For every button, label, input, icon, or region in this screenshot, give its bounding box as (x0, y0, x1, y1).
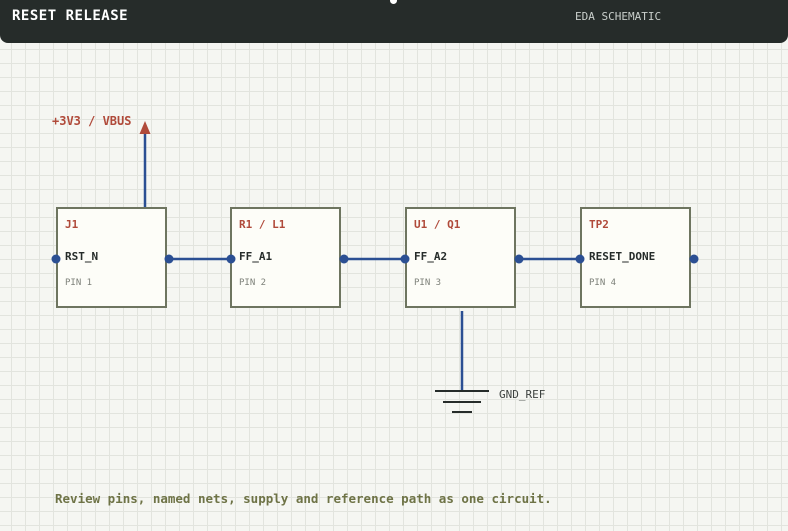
component-ref: U1 / Q1 (414, 218, 461, 231)
pin-dot-r1-left[interactable] (226, 254, 236, 264)
component-net: FF_A1 (239, 250, 273, 263)
component-pin: PIN 1 (65, 278, 93, 288)
component-u1-q1[interactable]: U1 / Q1 FF_A2 PIN 3 (405, 207, 516, 308)
pin-dot-tp2-right[interactable] (689, 254, 699, 264)
supply-net-label: +3V3 / VBUS (52, 114, 132, 128)
component-r1-l1[interactable]: R1 / L1 FF_A1 PIN 2 (230, 207, 341, 308)
ground-net-label: GND_REF (499, 388, 546, 401)
review-note: Review pins, named nets, supply and refe… (55, 491, 552, 506)
pin-dot-j1-right[interactable] (164, 254, 174, 264)
component-ref: R1 / L1 (239, 218, 286, 231)
component-pin: PIN 4 (589, 278, 617, 288)
component-j1[interactable]: J1 RST_N PIN 1 (56, 207, 167, 308)
title-bar: RESET RELEASE EDA SCHEMATIC (0, 0, 788, 43)
app-subtitle: EDA SCHEMATIC (575, 10, 662, 23)
page-title: RESET RELEASE (12, 8, 129, 24)
component-net: FF_A2 (414, 250, 448, 263)
pin-dot-j1-left[interactable] (51, 254, 61, 264)
component-ref: J1 (65, 218, 79, 231)
component-tp2[interactable]: TP2 RESET_DONE PIN 4 (580, 207, 691, 308)
window-indicator-dot (390, 0, 397, 4)
component-net: RST_N (65, 250, 99, 263)
pin-dot-tp2-left[interactable] (575, 254, 585, 264)
pin-dot-r1-right[interactable] (339, 254, 349, 264)
supply-arrow-icon (139, 121, 151, 134)
pin-dot-u1-right[interactable] (514, 254, 524, 264)
component-ref: TP2 (589, 218, 609, 231)
component-pin: PIN 3 (414, 278, 442, 288)
pin-dot-u1-left[interactable] (400, 254, 410, 264)
component-pin: PIN 2 (239, 278, 267, 288)
component-net: RESET_DONE (589, 250, 656, 263)
